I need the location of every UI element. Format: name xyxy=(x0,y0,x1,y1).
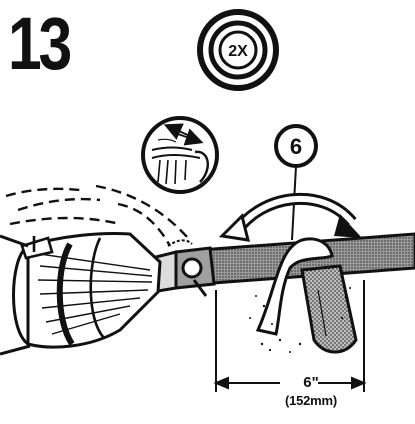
strap xyxy=(255,237,358,354)
surface-stipple xyxy=(249,287,351,353)
step-number: 13 xyxy=(8,2,72,85)
brush-head xyxy=(0,232,162,356)
detail-inset xyxy=(141,116,219,194)
callout-marker: 6 xyxy=(274,124,318,241)
repeat-badge: 2X xyxy=(197,9,279,91)
dimension-inch-label: 6" xyxy=(303,374,319,391)
motion-lines xyxy=(5,184,189,247)
rotation-arrow xyxy=(218,192,362,242)
dimension-line xyxy=(213,280,367,392)
callout-number: 6 xyxy=(290,134,302,159)
dimension-metric-label: (152mm) xyxy=(284,393,338,408)
connector xyxy=(150,239,216,297)
repeat-badge-text: 2X xyxy=(228,43,248,60)
